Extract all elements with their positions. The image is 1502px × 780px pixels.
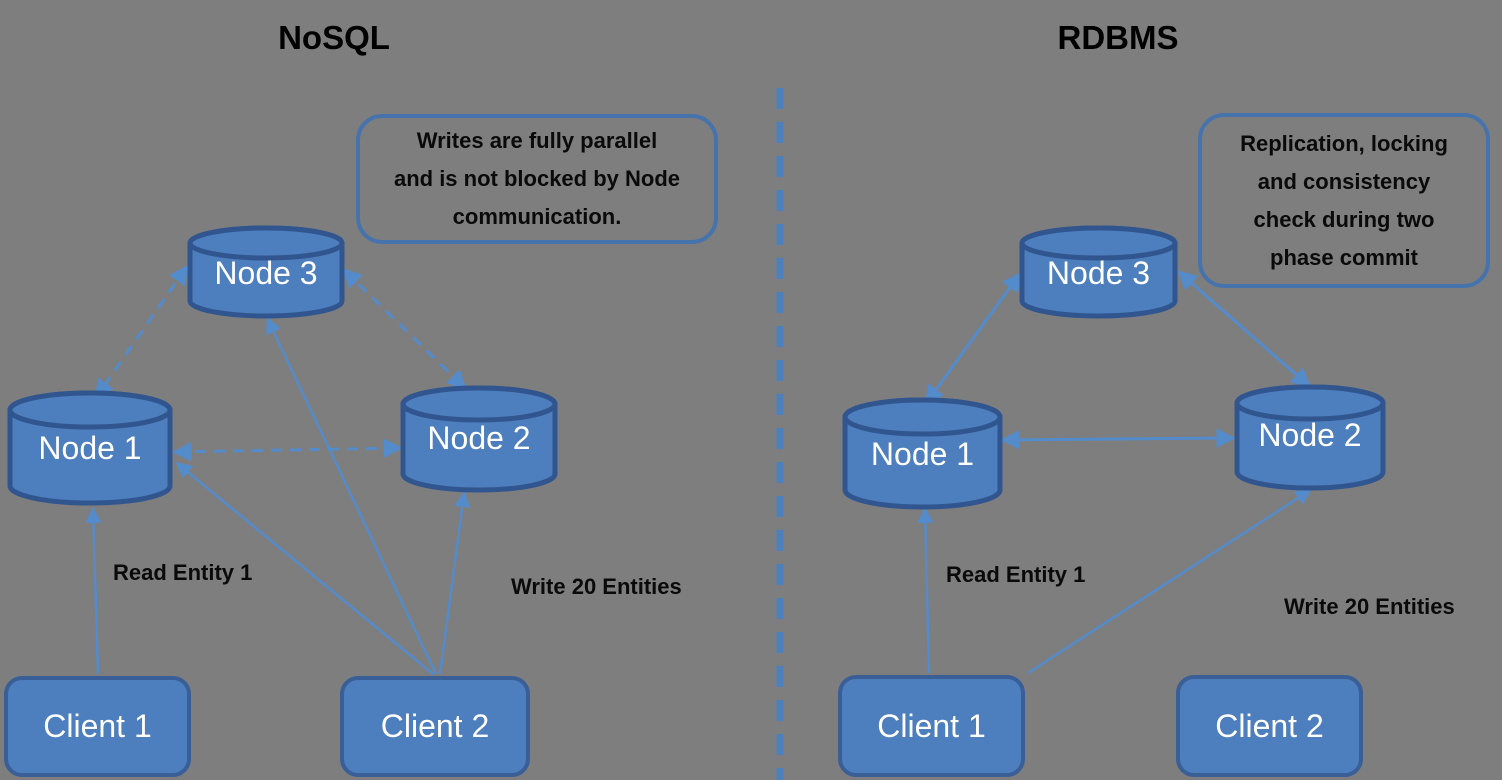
rdbms-node2-label: Node 2 [1258,416,1362,453]
rdbms-node1-cylinder [842,397,1003,510]
nosql-node1-label: Node 1 [38,429,142,466]
rdbms-node1-label: Node 1 [870,435,975,472]
nosql-arrows [85,264,471,675]
cylinder-top [842,397,1003,437]
nosql-arrow-client2-node2 [438,490,471,675]
nosql-write-label: Write 20 Entities [511,574,682,599]
rdbms-callout-text: Replication, locking and consistency che… [1240,130,1448,270]
nosql-arrow-client2-node3 [266,317,438,675]
rdbms-arrow-client2-node2 [1027,489,1312,675]
nosql-callout-text: Writes are fully parallel and is not blo… [393,128,681,229]
rdbms-node3-cylinder [1019,225,1178,319]
rdbms-client1-label: Client 1 [877,707,986,744]
cylinder-top [187,225,345,261]
nosql-link-node3-node1 [94,264,189,400]
rdbms-node3-label: Node 3 [1046,254,1151,291]
nosql-nodes [7,225,558,506]
nosql-callout: Writes are fully parallel and is not blo… [356,114,718,244]
rdbms-read-label: Read Entity 1 [946,562,1086,587]
rdbms-client2-box: Client 2 [1176,675,1363,777]
rdbms-arrows [917,270,1312,675]
rdbms-nodes [842,225,1386,510]
nosql-node1-cylinder [7,390,173,506]
nosql-arrow-client1-node1 [85,506,102,675]
rdbms-callout: Replication, locking and consistency che… [1198,113,1490,288]
nosql-client2-box: Client 2 [340,676,530,777]
rdbms-client2-label: Client 2 [1215,707,1324,744]
rdbms-write-label: Write 20 Entities [1284,594,1455,619]
nosql-node2-cylinder [400,385,558,493]
rdbms-arrow-client1-node1 [917,506,934,674]
rdbms-link-node3-node1 [924,271,1022,406]
nosql-link-node3-node2 [342,268,467,390]
nosql-node3-cylinder [187,225,345,319]
rdbms-panel-title: RDBMS [1057,19,1179,56]
rdbms-node2-cylinder [1234,384,1386,491]
nosql-node2-label: Node 2 [427,419,531,456]
rdbms-link-node1-node2 [1000,428,1236,450]
rdbms-client1-box: Client 1 [838,675,1025,777]
nosql-panel-title: NoSQL [278,19,390,56]
nosql-client1-box: Client 1 [4,676,191,777]
nosql-arrow-client2-node1 [175,461,434,675]
cylinder-top [1234,384,1386,422]
nosql-node3-label: Node 3 [214,254,318,291]
cylinder-top [1019,225,1178,261]
cylinder-top [7,390,173,430]
nosql-link-node1-node2 [172,438,403,462]
nosql-client2-label: Client 2 [380,708,490,744]
nosql-read-label: Read Entity 1 [113,560,253,585]
nosql-client1-label: Client 1 [43,708,152,744]
rdbms-link-node3-node2 [1177,270,1311,388]
cylinder-top [400,385,558,423]
